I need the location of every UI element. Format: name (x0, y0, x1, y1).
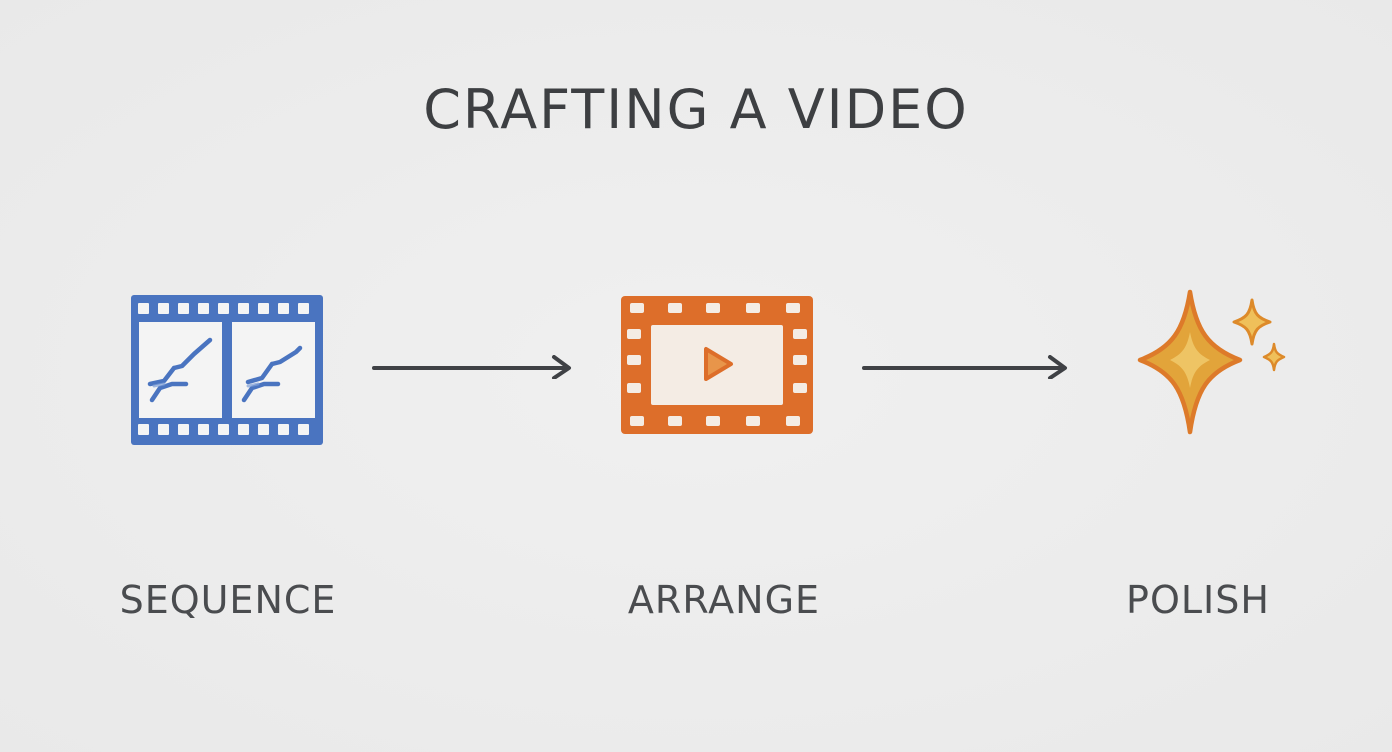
sparkle-icon (1137, 289, 1286, 435)
arrow-right-icon (862, 355, 1067, 379)
video-play-icon (621, 296, 813, 434)
step-label-polish: POLISH (1126, 578, 1270, 622)
page-title: CRAFTING A VIDEO (423, 78, 969, 141)
step-label-sequence: SEQUENCE (119, 578, 337, 622)
step-label-arrange: ARRANGE (627, 578, 821, 622)
arrow-right-icon (372, 355, 571, 379)
film-strip-icon (131, 295, 323, 445)
